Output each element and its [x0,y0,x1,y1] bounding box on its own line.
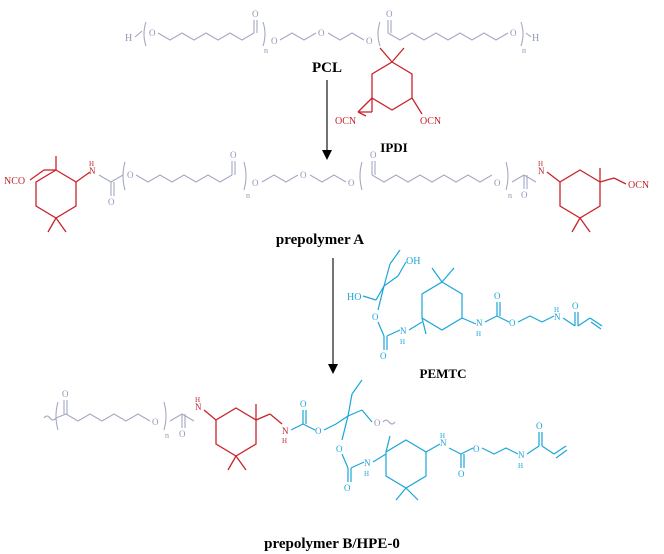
prepolymer-a-nh-left: N [89,166,96,176]
svg-text:O: O [348,178,355,188]
pcl-bracket-1 [262,21,266,47]
prepolymer-a-nco: NCO [4,176,25,187]
svg-text:H: H [538,160,543,168]
pcl-o-3: O [318,28,325,38]
svg-text:O: O [300,399,307,409]
prepolymer-a-ocn: OCN [628,180,649,191]
svg-text:N: N [554,312,561,322]
ipdi-ring [371,61,413,111]
pcl-bracket-right [520,21,524,47]
pcl-structure: H O O n O O O O O n H [125,9,539,55]
svg-text:O: O [336,444,343,454]
svg-text:O: O [458,469,465,479]
svg-text:n: n [246,191,250,200]
pemtc-oh: OH [406,256,420,267]
pcl-chain-left [157,32,255,41]
svg-text:H: H [400,338,405,346]
svg-text:O: O [509,318,516,328]
pemtc-ho: HO [347,292,361,303]
svg-text:O: O [152,417,159,427]
svg-text:O: O [179,429,186,439]
svg-text:O: O [521,190,528,200]
svg-text:H: H [476,330,481,338]
ipdi-ocn-right: OCN [420,116,441,127]
svg-text:O: O [315,426,322,436]
prepolymer-b-label: prepolymer B/HPE-0 [264,536,400,552]
pcl-carbonyl-o-2: O [386,9,393,19]
pcl-h-right: H [532,33,539,44]
svg-text:O: O [300,170,307,180]
svg-text:H: H [554,306,559,314]
arrow-2 [328,258,338,374]
arrow-1 [322,80,332,160]
ipdi-structure: OCN OCN [335,47,441,127]
ipdi-ocn-left: OCN [335,116,356,127]
svg-text:H: H [364,470,369,478]
ipdi-label: IPDI [380,140,407,155]
svg-text:O: O [380,351,387,361]
svg-text:O: O [372,312,379,322]
svg-text:O: O [374,418,381,428]
svg-text:O: O [370,150,377,160]
pcl-n-2: n [522,46,526,55]
svg-text:O: O [572,301,579,311]
svg-text:H: H [518,462,523,470]
pcl-bracket-left [143,21,147,47]
svg-text:O: O [473,444,480,454]
svg-text:H: H [440,432,445,440]
pcl-h-left: H [125,33,132,44]
pcl-o-1: O [149,28,156,38]
svg-text:N: N [476,318,483,328]
pcl-o-2: O [271,36,278,46]
svg-text:N: N [282,426,289,436]
svg-text:O: O [494,291,501,301]
svg-text:N: N [364,458,371,468]
pemtc-structure: HO OH O O N H N H O O N H O [347,249,603,361]
prepolymer-a-structure: NCO N H O O O n O O O O O n [4,150,649,233]
svg-text:O: O [230,150,237,160]
svg-text:H: H [282,437,287,445]
prepolymer-b-structure: O O n O N H N H O O O O O [43,379,568,501]
svg-text:n: n [165,431,169,440]
prepolymer-a-nh-right: N [538,166,545,176]
svg-text:N: N [195,402,202,412]
svg-text:O: O [108,197,115,207]
svg-text:O: O [344,483,351,493]
pcl-o-5: O [510,28,517,38]
svg-text:N: N [440,438,447,448]
pcl-carbonyl-o-1: O [252,9,259,19]
pcl-o-4: O [366,36,373,46]
svg-text:O: O [252,178,259,188]
svg-text:N: N [400,326,407,336]
svg-text:N: N [518,450,525,460]
svg-text:H: H [89,160,94,168]
svg-text:H: H [195,396,200,404]
pemtc-label: PEMTC [420,366,467,381]
svg-text:O: O [494,178,501,188]
svg-text:O: O [536,421,543,431]
svg-text:O: O [62,389,69,399]
pcl-bond [134,30,143,38]
pcl-label: PCL [312,60,342,76]
pcl-n-1: n [264,46,268,55]
pcl-chain-right [387,32,509,41]
svg-text:n: n [508,191,512,200]
prepolymer-a-label: prepolymer A [276,232,364,248]
svg-text:O: O [127,170,134,180]
pcl-bracket-2 [377,21,381,47]
